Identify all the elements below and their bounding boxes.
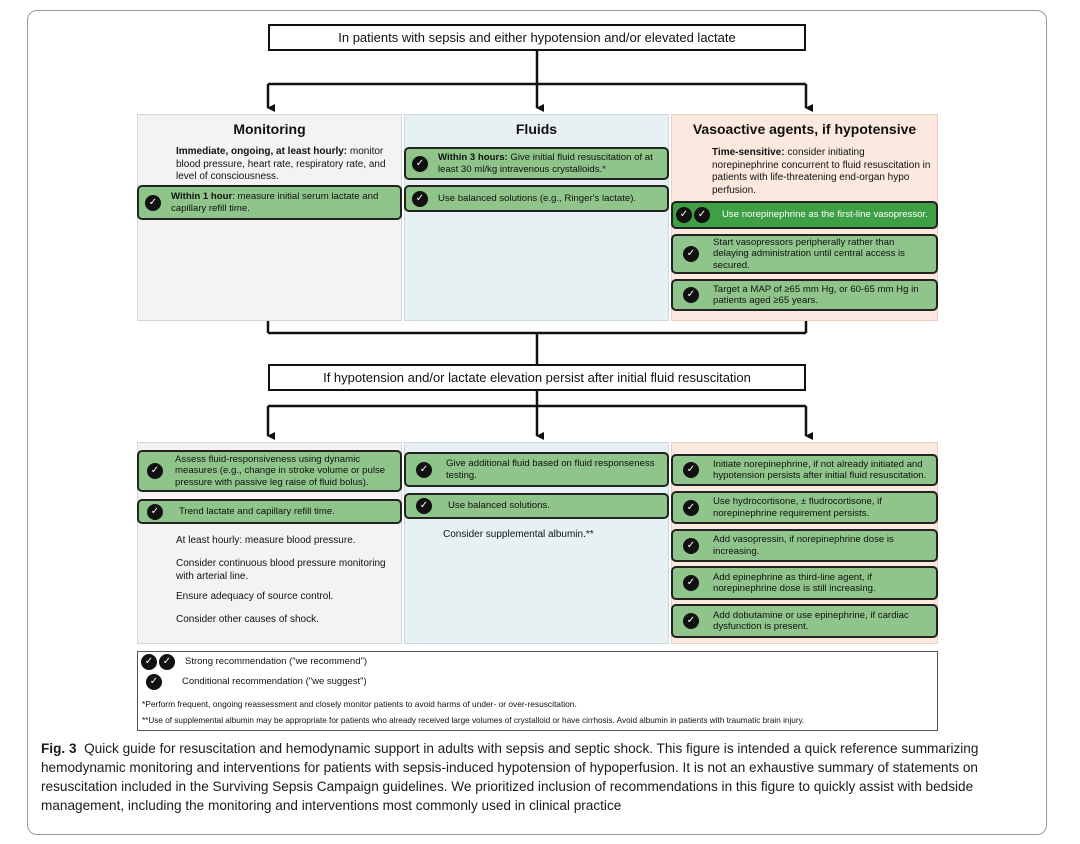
vasoactive-intro-bold: Time-sensitive: (712, 147, 785, 158)
fluids-title: Fluids (515, 121, 558, 137)
fluids-rec-additional: ✓ Give additional fluid based on fluid r… (404, 452, 669, 487)
vaso-rec-norepinephrine-first: ✓✓ Use norepinephrine as the first-line … (671, 201, 938, 229)
conditional-check-icon: ✓ (145, 194, 163, 211)
vasoactive-title: Vasoactive agents, if hypotensive (692, 121, 917, 137)
vaso-rec-initiate: ✓ Initiate norepinephrine, if not alread… (671, 454, 938, 486)
vasoactive-intro: Time-sensitive: consider initiating nore… (712, 147, 932, 197)
conditional-check-icon: ✓ (683, 613, 701, 629)
fluids-rec-balanced-persist: ✓ Use balanced solutions. (404, 493, 669, 519)
conditional-check-icon: ✓ (683, 462, 701, 478)
vaso-rec-map-target: ✓ Target a MAP of ≥65 mm Hg, or 60-65 mm… (671, 279, 938, 311)
conditional-check-icon: ✓ (683, 287, 701, 303)
entry-condition-box: In patients with sepsis and either hypot… (268, 24, 806, 51)
monitoring-rec-lactate-text: Within 1 hour: measure initial serum lac… (171, 191, 400, 214)
monitoring-source-control: Ensure adequacy of source control. (176, 591, 334, 602)
monitoring-rec-trend: ✓ Trend lactate and capillary refill tim… (137, 499, 402, 524)
monitoring-arterial-line: Consider continuous blood pressure monit… (176, 558, 386, 582)
figure-caption-label: Fig. 3 (41, 741, 77, 756)
conditional-check-icon: ✓ (683, 499, 701, 516)
conditional-check-icon: ✓ (412, 190, 430, 207)
vaso-rec-peripheral-text: Start vasopressors peripherally rather t… (713, 236, 905, 271)
vaso-rec-hydrocortisone-text: Use hydrocortisone, ± fludrocortisone, i… (713, 496, 882, 519)
fluids-rec-additional-text: Give additional fluid based on fluid res… (446, 458, 655, 481)
conditional-check-icon: ✓ (683, 575, 701, 591)
persistent-hypotension-box: If hypotension and/or lactate elevation … (268, 364, 806, 391)
legend-box (137, 651, 938, 731)
vaso-rec-vasopressin: ✓ Add vasopressin, if norepinephrine dos… (671, 529, 938, 562)
monitoring-hourly-bp: At least hourly: measure blood pressure. (176, 535, 356, 546)
conditional-check-icon: ✓ (412, 155, 430, 172)
vaso-rec-map-target-text: Target a MAP of ≥65 mm Hg, or 60-65 mm H… (713, 283, 919, 307)
vaso-rec-norepinephrine-first-text: Use norepinephrine as the first-line vas… (722, 209, 928, 221)
legend-note-reassessment: *Perform frequent, ongoing reassessment … (142, 699, 577, 709)
strong-check-icon: ✓✓ (141, 654, 177, 670)
legend-conditional-text: Conditional recommendation ("we suggest"… (182, 675, 367, 687)
monitoring-rec-lactate-rest: : measure initial serum lactate and capi… (171, 191, 379, 214)
conditional-check-icon: ✓ (683, 246, 701, 262)
vaso-rec-dobutamine: ✓ Add dobutamine or use epinephrine, if … (671, 604, 938, 638)
conditional-check-icon: ✓ (147, 463, 165, 479)
vaso-rec-dobutamine-text: Add dobutamine or use epinephrine, if ca… (713, 609, 909, 633)
fluids-rec-initial: ✓ Within 3 hours: Give initial fluid res… (404, 147, 669, 180)
fluids-rec-initial-text: Within 3 hours: Give initial fluid resus… (438, 152, 667, 175)
monitoring-rec-fluid-responsiveness-text: Assess fluid-responsiveness using dynami… (175, 453, 386, 488)
monitoring-title: Monitoring (233, 121, 306, 137)
fluids-rec-initial-bold: Within 3 hours: (438, 152, 508, 163)
vaso-rec-peripheral: ✓ Start vasopressors peripherally rather… (671, 234, 938, 274)
vaso-rec-hydrocortisone: ✓ Use hydrocortisone, ± fludrocortisone,… (671, 491, 938, 524)
fluids-rec-balanced: ✓ Use balanced solutions (e.g., Ringer's… (404, 185, 669, 212)
conditional-check-icon: ✓ (416, 461, 434, 478)
legend-strong-text: Strong recommendation ("we recommend") (185, 655, 368, 667)
monitoring-rec-lactate-bold: Within 1 hour (171, 191, 233, 202)
conditional-check-icon: ✓ (416, 498, 434, 514)
conditional-check-icon: ✓ (683, 537, 701, 554)
monitoring-rec-fluid-responsiveness: ✓ Assess fluid-responsiveness using dyna… (137, 450, 402, 492)
conditional-check-icon: ✓ (146, 674, 164, 690)
figure-caption: Fig. 3 Quick guide for resuscitation and… (41, 739, 1037, 815)
monitoring-rec-lactate: ✓ Within 1 hour: measure initial serum l… (137, 185, 402, 220)
figure-caption-text: Quick guide for resuscitation and hemody… (41, 741, 979, 813)
vaso-rec-epinephrine: ✓ Add epinephrine as third-line agent, i… (671, 566, 938, 600)
strong-check-icon: ✓✓ (676, 207, 712, 223)
fluids-column (404, 114, 669, 321)
legend-note-albumin: **Use of supplemental albumin may be app… (142, 716, 805, 725)
monitoring-other-causes: Consider other causes of shock. (176, 614, 319, 625)
fluids-albumin: Consider supplemental albumin.** (443, 529, 594, 540)
monitoring-rec-trend-text: Trend lactate and capillary refill time. (179, 505, 335, 517)
vaso-rec-vasopressin-text: Add vasopressin, if norepinephrine dose … (713, 534, 894, 557)
conditional-check-icon: ✓ (147, 503, 165, 520)
fluids-rec-balanced-text: Use balanced solutions (e.g., Ringer's l… (438, 192, 637, 204)
fluids-rec-balanced-persist-text: Use balanced solutions. (448, 500, 550, 512)
vaso-rec-epinephrine-text: Add epinephrine as third-line agent, if … (713, 571, 876, 595)
legend-strong: ✓✓ Strong recommendation ("we recommend"… (141, 654, 367, 670)
monitoring-intro: Immediate, ongoing, at least hourly: mon… (176, 146, 396, 184)
monitoring-intro-bold: Immediate, ongoing, at least hourly: (176, 146, 348, 157)
vasoactive-intro-text: consider initiating norepinephrine concu… (712, 147, 931, 196)
vaso-rec-initiate-text: Initiate norepinephrine, if not already … (713, 458, 927, 482)
fluids-rec-initial-rest: Give initial fluid resuscitation of at l… (438, 152, 653, 175)
legend-conditional: ✓ Conditional recommendation ("we sugges… (146, 674, 367, 690)
monitoring-intro-text: monitor blood pressure, heart rate, resp… (176, 146, 386, 182)
